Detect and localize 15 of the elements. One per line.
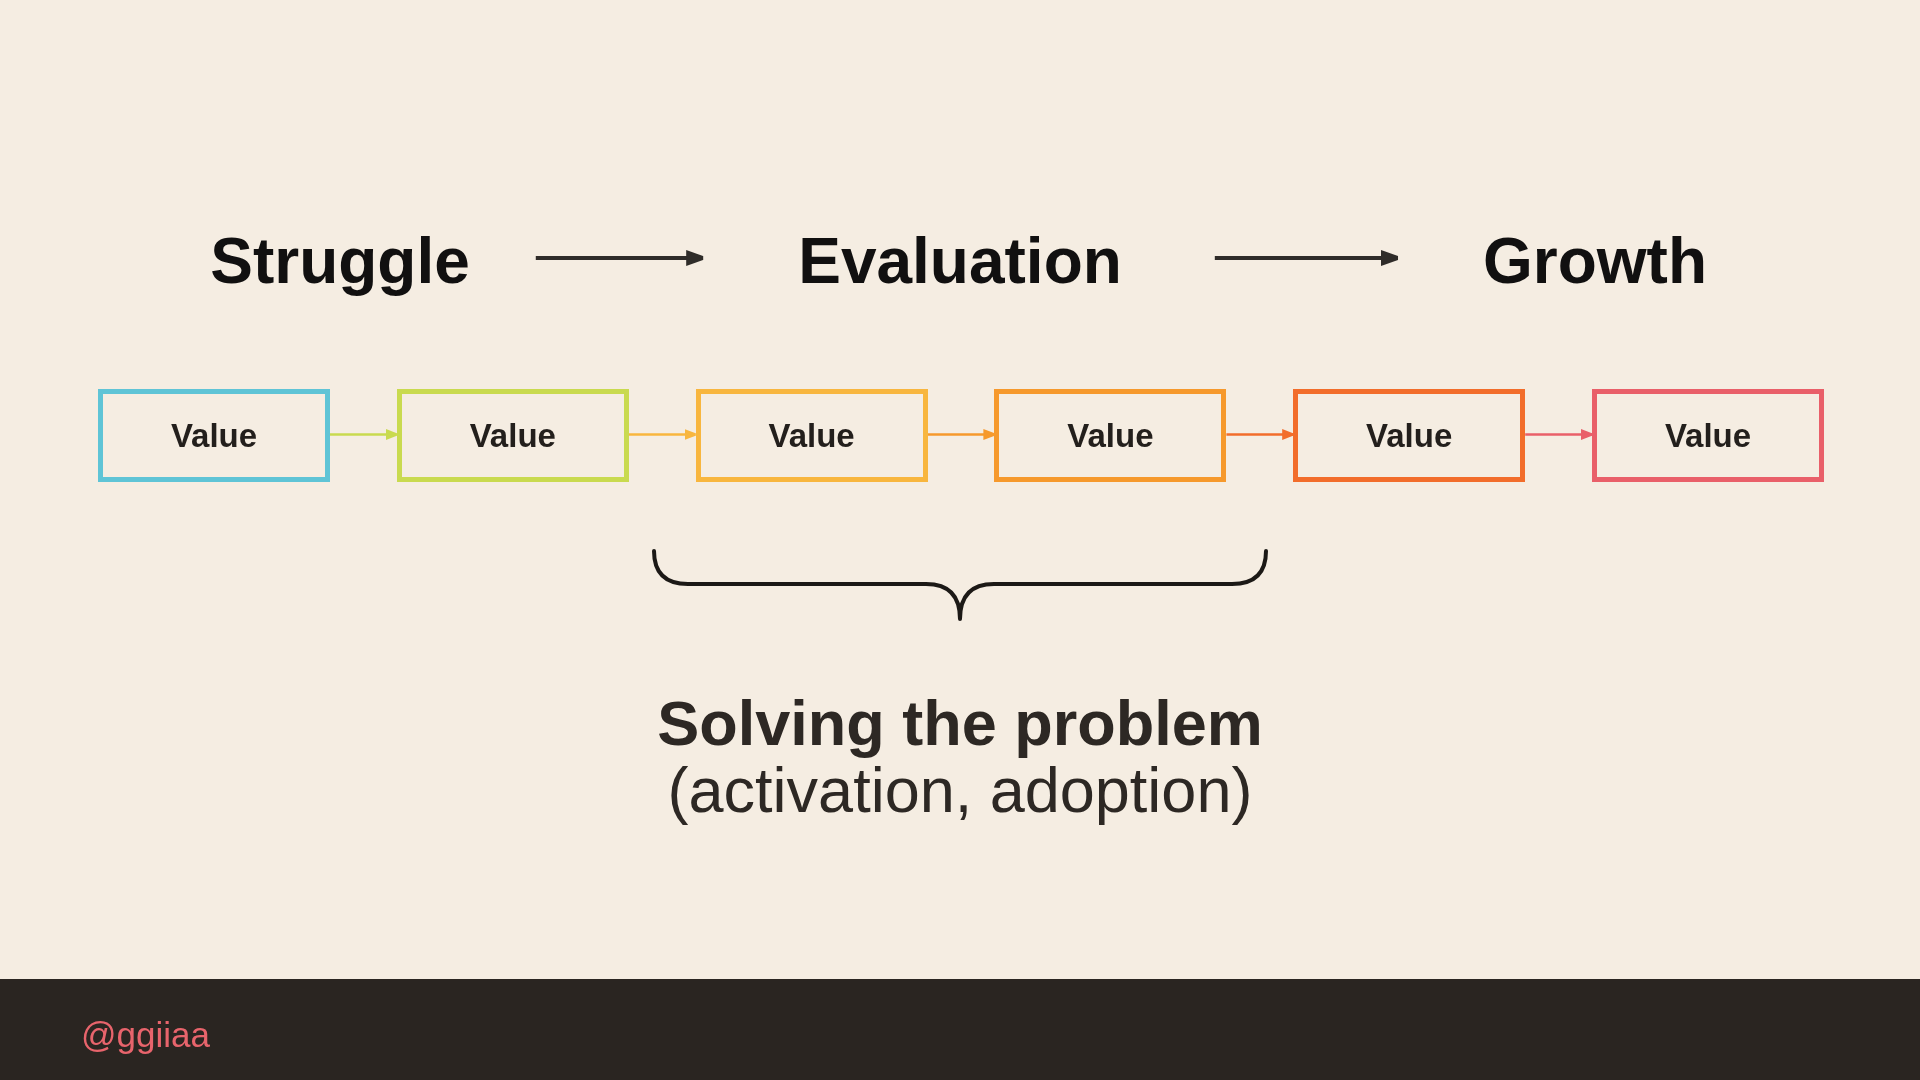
value-label: Value xyxy=(768,419,855,452)
value-box xyxy=(695,389,928,482)
value-box xyxy=(98,389,330,482)
value-box xyxy=(1293,389,1526,482)
value-label: Value xyxy=(170,419,258,452)
value-box xyxy=(396,389,629,482)
stage-heading: Growth xyxy=(1483,229,1707,293)
social-handle: @ggiiaa xyxy=(81,1017,210,1052)
value-box xyxy=(1592,389,1824,482)
value-label: Value xyxy=(1366,419,1453,452)
value-label: Value xyxy=(1067,419,1154,452)
value-label: Value xyxy=(469,419,556,452)
value-box xyxy=(994,389,1227,482)
stage-heading: Evaluation xyxy=(798,229,1122,293)
value-label: Value xyxy=(1664,419,1752,452)
